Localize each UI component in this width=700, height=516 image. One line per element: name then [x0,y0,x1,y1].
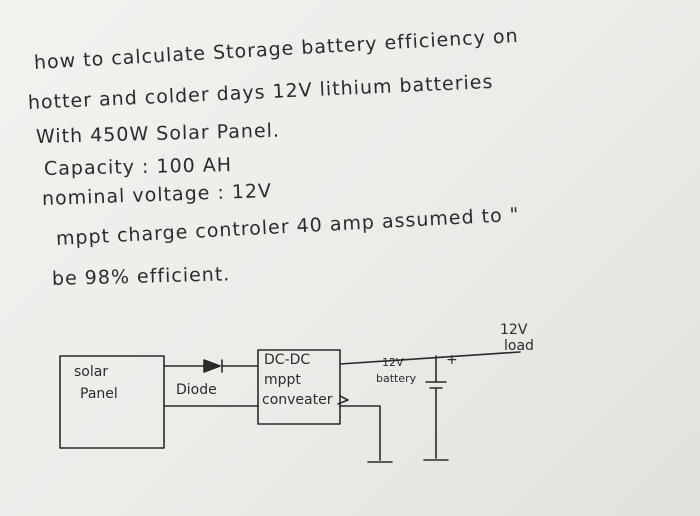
converter-label-2: mppt [264,372,301,388]
wire-converter-ground [339,405,381,461]
battery-label-2: battery [376,372,417,385]
wire-converter-to-load [339,351,521,365]
battery-plus-sign: + [446,352,458,368]
battery-label-1: 12V [382,356,404,369]
converter-box [257,349,341,425]
converter-arrow [337,395,349,405]
load-label-1: 12V [500,322,528,338]
diode-label: Diode [176,382,217,398]
solar-label-1: solar [74,364,109,380]
converter-label-1: DC-DC [264,352,311,368]
load-label-2: load [504,338,534,354]
solar-label-2: Panel [80,386,118,402]
converter-label-3: conveater [262,392,333,408]
diode-symbol [203,359,221,373]
solar-panel-box [59,355,165,449]
